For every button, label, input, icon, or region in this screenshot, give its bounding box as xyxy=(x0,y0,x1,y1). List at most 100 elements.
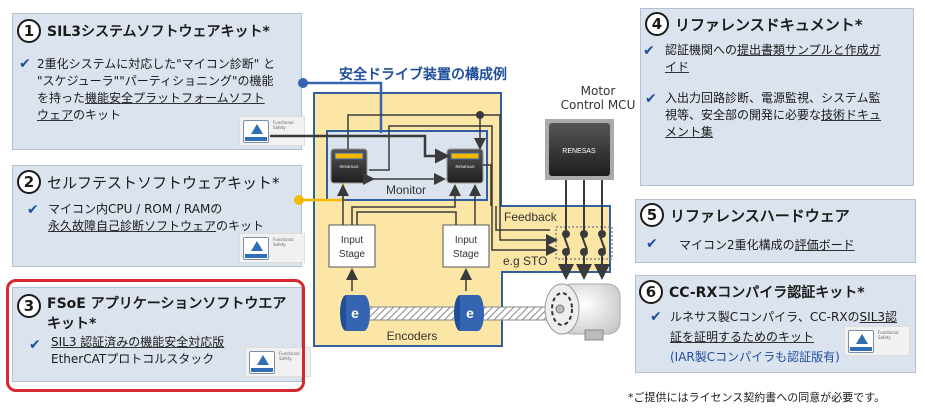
input-stage-lines xyxy=(337,184,481,291)
bullet-text: マイコン2重化構成の評価ボード xyxy=(679,237,909,254)
technical-docs-link[interactable]: 技術ドキュ xyxy=(821,108,882,122)
mcu-to-motor-lines xyxy=(558,180,610,280)
card-title-line: FSoE アプリケーションソフトウエア xyxy=(47,296,287,312)
card-title: 2 セルフテストソフトウェアキット* xyxy=(17,170,280,194)
tuv-functional-safety-badge: Functional Safety xyxy=(239,233,305,263)
badge-label: Functional Safety xyxy=(279,351,300,361)
sil3-cert-kit-link-cont[interactable]: 証を証明するためのキット xyxy=(670,330,815,344)
encoder-left: e xyxy=(340,295,370,331)
chip-brand: RENESAS xyxy=(455,164,474,169)
input-stage-label: Stage xyxy=(453,249,480,260)
checkmark-icon: ✔ xyxy=(650,309,662,325)
feedback-lines xyxy=(491,206,558,256)
card-self-test-software-kit: 2 セルフテストソフトウェアキット* ✔ マイコン内CPU / ROM / RA… xyxy=(12,165,305,267)
tuv-functional-safety-badge: Functional Safety xyxy=(245,347,311,377)
signal-lines xyxy=(270,114,501,206)
card1-connector-line xyxy=(304,81,383,133)
checkmark-icon: ✔ xyxy=(643,43,655,59)
checkmark-icon: ✔ xyxy=(645,91,657,107)
iar-compiler-note: (IAR製Cコンパイラも認証版有) xyxy=(670,350,840,364)
bullet-line: "スケジューラ""パーティショニング"の機能 xyxy=(37,74,274,88)
number-badge: 3 xyxy=(17,294,41,318)
card-title: 6 CC-RXコンパイラ認証キット* xyxy=(639,280,865,304)
card-ccrx-compiler-certification-kit: 6 CC-RXコンパイラ認証キット* ✔ ルネサス製Cコンパイラ、CC-RXのS… xyxy=(635,275,916,373)
card1-connector-dot xyxy=(298,78,308,88)
safety-mcu-right: RENESAS xyxy=(446,148,484,184)
bullet-line: マイコン内CPU / ROM / RAMの xyxy=(48,202,223,216)
card-reference-hardware: 5 リファレンスハードウェア ✔ マイコン2重化構成の評価ボード xyxy=(635,199,916,263)
number-badge: 5 xyxy=(640,203,664,227)
bullet-line: 入出力回路診断、電源監視、システム監 xyxy=(665,91,881,105)
card-title-line: キット* xyxy=(47,316,97,332)
bullet-line: のキット xyxy=(73,108,122,122)
feedback-label: Feedback xyxy=(504,210,558,224)
self-diagnosis-software-link[interactable]: 永久故障自己診断ソフトウェア xyxy=(48,219,217,233)
number-badge: 4 xyxy=(645,12,669,36)
safety-mcu-left: RENESAS xyxy=(330,148,368,184)
card-title-text: FSoE アプリケーションソフトウエア キット* xyxy=(47,294,286,334)
motor-control-mcu-label: Motor Control MCU xyxy=(548,84,648,112)
tuv-functional-safety-badge: Functional Safety xyxy=(239,116,305,146)
card-title-text: SIL3システムソフトウェアキット* xyxy=(47,24,270,40)
badge-label: Functional Safety xyxy=(273,120,294,130)
input-stage-label: Input xyxy=(341,235,363,246)
encoders-label: Encoders xyxy=(387,329,438,343)
bullet-text: マイコン内CPU / ROM / RAMの 永久故障自己診断ソフトウェアのキット xyxy=(48,201,298,235)
mcu-label-line: Motor xyxy=(580,84,616,98)
license-footnote: *ご提供にはライセンス契約書への同意が必要です。 xyxy=(628,391,886,404)
bullet-text: SIL3 認証済みの機能安全対応版 EtherCATプロトコルスタック xyxy=(51,334,251,368)
tuv-logo-icon xyxy=(848,330,874,353)
tuv-logo-icon xyxy=(249,351,275,374)
submission-sample-link[interactable]: 提出書類サンプルと作成ガ xyxy=(737,43,881,57)
bullet-line: 認証機関への xyxy=(665,43,738,57)
number-badge: 1 xyxy=(17,19,41,43)
card-reference-documents: 4 リファレンスドキュメント* ✔ 認証機関への提出書類サンプルと作成ガ イド … xyxy=(640,8,914,186)
mcu-label-line: Control MCU xyxy=(560,98,636,112)
bullet-text: ルネサス製Cコンパイラ、CC-RXのSIL3認 証を証明するためのキット (IA… xyxy=(670,307,914,367)
checkmark-icon: ✔ xyxy=(27,202,39,218)
bullet-line: のキット xyxy=(216,219,265,233)
monitor-label: Monitor xyxy=(386,183,426,197)
tuv-logo-icon xyxy=(243,237,269,260)
bullet-text: 認証機関への提出書類サンプルと作成ガ イド xyxy=(665,42,913,76)
sil3-cert-kit-link[interactable]: SIL3認 xyxy=(859,310,898,324)
badge-label: Functional Safety xyxy=(273,237,294,247)
platform-software-link-cont[interactable]: ウェア xyxy=(37,108,74,122)
card-title: 4 リファレンスドキュメント* xyxy=(645,12,863,36)
encoder-right: e xyxy=(454,295,484,331)
evaluation-board-link[interactable]: 評価ボード xyxy=(794,238,855,252)
motor-illustration xyxy=(544,283,621,341)
bullet-line: を持った xyxy=(37,91,86,105)
bullet-text: 2重化システムに対応した"マイコン診断" と "スケジューラ""パーティショニン… xyxy=(37,56,299,124)
chip-brand: RENESAS xyxy=(562,148,596,155)
card2-connector-dot xyxy=(294,195,304,205)
card-fsoe-application-software-kit: 3 FSoE アプリケーションソフトウエア キット* ✔ SIL3 認証済みの機… xyxy=(12,287,311,382)
motor-shaft xyxy=(351,306,553,321)
card-title: 5 リファレンスハードウェア xyxy=(640,203,850,227)
number-badge: 6 xyxy=(639,280,663,304)
card-title-text: リファレンスドキュメント* xyxy=(675,15,863,34)
card-title: 1 SIL3システムソフトウェアキット* xyxy=(17,19,270,43)
diagram-title: 安全ドライブ装置の構成例 xyxy=(339,67,507,83)
input-stage-right: Input Stage xyxy=(442,224,490,268)
technical-docs-link-cont[interactable]: メント集 xyxy=(665,125,714,139)
bullet-line: 視等、安全部の開発に必要な xyxy=(665,108,822,122)
platform-software-link[interactable]: 機能安全プラットフォームソフト xyxy=(85,91,265,105)
number-badge: 2 xyxy=(17,170,41,194)
tuv-functional-safety-badge: Functional Safety xyxy=(844,326,910,356)
submission-sample-link-cont[interactable]: イド xyxy=(665,60,690,74)
sil3-certified-link[interactable]: SIL3 認証済みの機能安全対応版 xyxy=(51,335,225,349)
chip-brand: RENESAS xyxy=(339,164,358,169)
input-stage-left: Input Stage xyxy=(328,224,376,268)
junction-dot xyxy=(476,111,484,119)
card-sil3-system-software-kit: 1 SIL3システムソフトウェアキット* ✔ 2重化システムに対応した"マイコン… xyxy=(12,13,305,150)
checkmark-icon: ✔ xyxy=(19,56,31,72)
badge-label: Functional Safety xyxy=(878,330,899,340)
bullet-text: 入出力回路診断、電源監視、システム監 視等、安全部の開発に必要な技術ドキュ メン… xyxy=(665,90,913,141)
checkmark-icon: ✔ xyxy=(646,236,658,252)
sto-label: e.g STO xyxy=(503,254,547,268)
highlight-frame xyxy=(6,279,305,392)
bullet-line: EtherCATプロトコルスタック xyxy=(51,352,215,366)
input-stage-label: Input xyxy=(455,235,477,246)
